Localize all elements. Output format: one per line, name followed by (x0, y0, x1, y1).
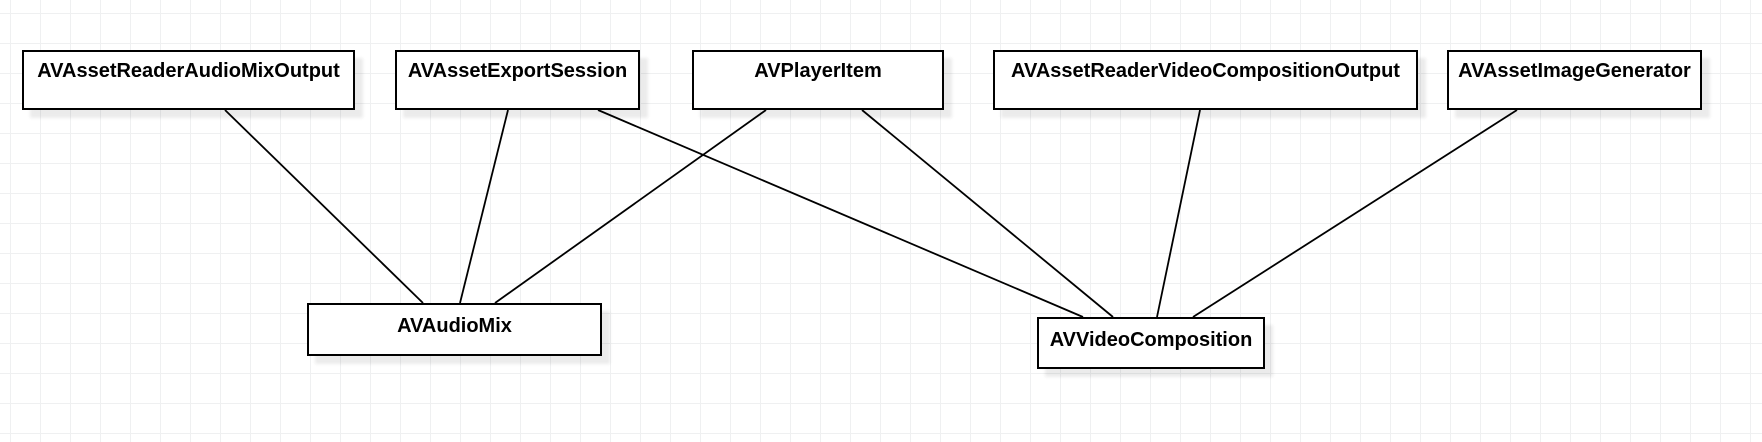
node-av-video-composition[interactable]: AVVideoComposition (1037, 317, 1265, 369)
node-av-asset-image-generator[interactable]: AVAssetImageGenerator (1447, 50, 1702, 110)
edge-av-asset-reader-audio-mix-output--av-audio-mix[interactable] (224, 109, 424, 304)
node-label: AVAssetImageGenerator (1458, 59, 1691, 82)
node-av-asset-export-session[interactable]: AVAssetExportSession (395, 50, 640, 110)
edge-av-asset-reader-video-composition-output--av-video-composition[interactable] (1156, 109, 1201, 318)
node-label: AVVideoComposition (1049, 328, 1253, 351)
node-av-audio-mix[interactable]: AVAudioMix (307, 303, 602, 356)
node-label: AVAssetReaderVideoCompositionOutput (1011, 59, 1400, 82)
edge-av-asset-export-session--av-video-composition[interactable] (597, 109, 1084, 318)
node-label: AVAssetExportSession (407, 59, 628, 82)
edge-av-asset-export-session--av-audio-mix[interactable] (459, 109, 509, 304)
edge-av-player-item--av-audio-mix[interactable] (494, 109, 767, 304)
node-label: AVPlayerItem (754, 59, 882, 82)
edge-av-player-item--av-video-composition[interactable] (861, 109, 1114, 318)
node-av-asset-reader-audio-mix-output[interactable]: AVAssetReaderAudioMixOutput (22, 50, 355, 110)
node-label: AVAssetReaderAudioMixOutput (37, 59, 340, 82)
node-av-asset-reader-video-composition-output[interactable]: AVAssetReaderVideoCompositionOutput (993, 50, 1418, 110)
node-av-player-item[interactable]: AVPlayerItem (692, 50, 944, 110)
edge-av-asset-image-generator--av-video-composition[interactable] (1192, 109, 1518, 318)
node-label: AVAudioMix (397, 315, 512, 337)
